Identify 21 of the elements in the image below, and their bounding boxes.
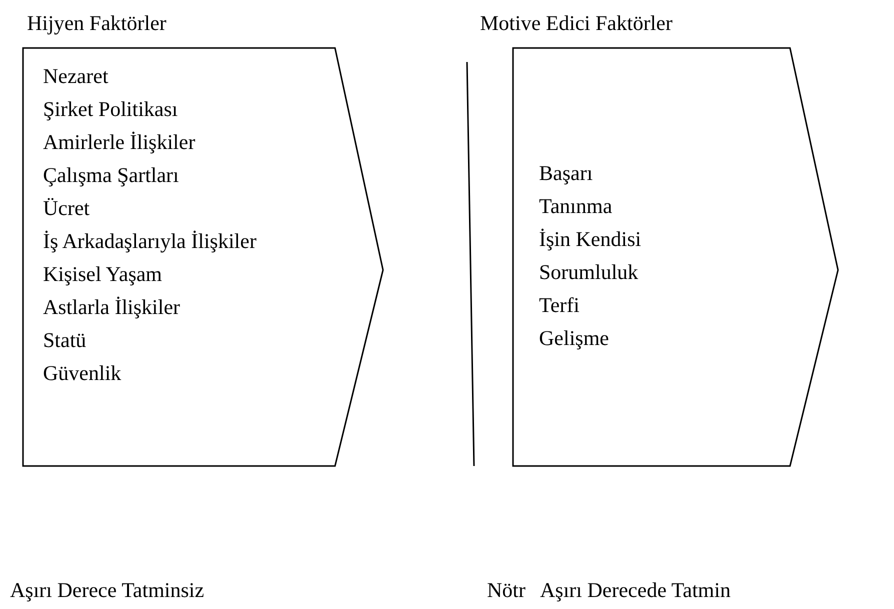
- factor-item: Güvenlik: [43, 361, 122, 385]
- factor-item: İşin Kendisi: [539, 227, 642, 251]
- scale-label: Aşırı Derece Tatminsiz: [10, 578, 204, 602]
- scale-label: Nötr: [487, 578, 526, 602]
- factor-item: Nezaret: [43, 64, 108, 88]
- factor-item: Statü: [43, 328, 86, 352]
- factor-item: Çalışma Şartları: [43, 163, 179, 187]
- factor-item: Astlarla İlişkiler: [43, 295, 180, 319]
- factor-item: Sorumluluk: [539, 260, 638, 284]
- factor-item: Başarı: [539, 161, 593, 185]
- scale-label: Aşırı Derecede Tatmin: [540, 578, 731, 602]
- factor-item: Kişisel Yaşam: [43, 262, 162, 286]
- column-heading: Hijyen Faktörler: [27, 11, 166, 35]
- factor-item: Gelişme: [539, 326, 609, 350]
- factor-item: Amirlerle İlişkiler: [43, 130, 196, 154]
- factor-item: Terfi: [539, 293, 580, 317]
- factor-item: Şirket Politikası: [43, 97, 178, 121]
- factor-item: İş Arkadaşlarıyla İlişkiler: [43, 229, 256, 253]
- factor-item: Ücret: [43, 196, 90, 220]
- factor-item: Tanınma: [539, 194, 612, 218]
- column-heading: Motive Edici Faktörler: [480, 11, 672, 35]
